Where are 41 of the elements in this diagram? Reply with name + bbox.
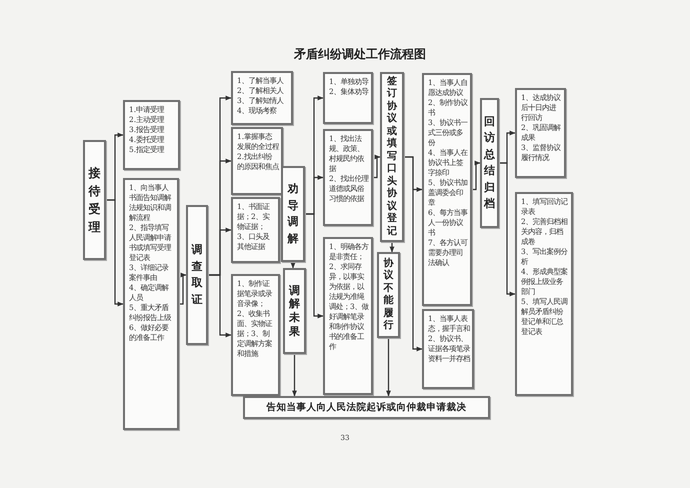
step-box	[283, 268, 306, 354]
step-label: 签订协议或填写口头协议登记	[387, 76, 397, 238]
arrow	[179, 272, 187, 305]
list-box	[231, 71, 293, 125]
arrow	[499, 162, 516, 296]
arrow	[208, 274, 232, 338]
arrow	[472, 160, 481, 190]
arrow	[106, 199, 124, 306]
list-box	[422, 309, 474, 389]
step-label: 接待受理	[88, 165, 100, 236]
list-box	[323, 129, 373, 226]
arrow	[373, 154, 381, 178]
step-label: 调解未果	[289, 284, 300, 338]
step-box	[377, 252, 400, 338]
step-box	[83, 140, 106, 260]
list-box	[323, 237, 373, 395]
step-box	[186, 205, 208, 345]
list-box	[422, 73, 472, 306]
list-box	[231, 127, 283, 195]
arrow	[305, 213, 324, 318]
arrow	[292, 354, 297, 397]
result-label: 告知当事人向人民法院起诉或向仲裁申请裁决	[266, 401, 466, 414]
result-box	[243, 396, 490, 419]
list-box	[515, 192, 573, 396]
list-box	[231, 197, 280, 263]
step-box	[380, 72, 404, 242]
title: 矛盾纠纷调处工作流程图	[292, 46, 427, 63]
arrow	[390, 242, 394, 253]
list-box	[323, 72, 373, 124]
list-box	[515, 88, 566, 178]
step-box	[281, 166, 305, 262]
list-box	[123, 100, 180, 170]
list-box	[231, 274, 280, 396]
arrow	[386, 338, 391, 397]
arrow	[290, 262, 296, 269]
step-label: 调查取证	[192, 242, 202, 308]
step-label: 劝导调解	[288, 181, 298, 246]
step-box	[480, 98, 499, 228]
step-label: 协议不能履行	[384, 258, 394, 332]
step-label: 回访总结归档	[484, 114, 495, 212]
list-box	[123, 178, 179, 430]
